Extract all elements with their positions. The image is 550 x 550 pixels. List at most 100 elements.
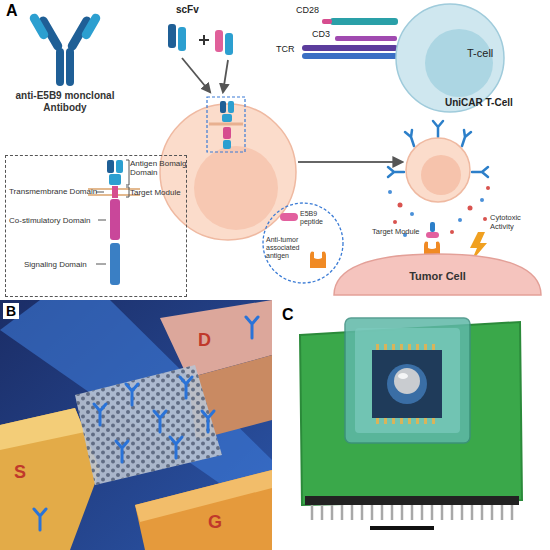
- cytokine-dots: [393, 220, 397, 224]
- scfv-fragments: [215, 30, 223, 52]
- cytokine-dots: [458, 218, 462, 222]
- header-pins: [501, 505, 504, 520]
- cytokine-dots: [486, 186, 490, 190]
- cytokine-dots: [410, 212, 414, 216]
- unicar-receptors: [433, 121, 443, 137]
- graphene-sheet: [75, 365, 222, 485]
- fluid-chamber: [392, 418, 395, 424]
- engineered-cell: [160, 97, 296, 240]
- antibody-probes: [180, 377, 192, 398]
- header-pins: [421, 505, 424, 520]
- receptor-label: CD3: [312, 29, 342, 39]
- header-pins: [311, 505, 314, 520]
- fluid-chamber: [408, 418, 411, 424]
- scfv-fragments: [225, 33, 233, 55]
- node-text: Signaling Domain: [24, 260, 98, 269]
- engineered-cell: [160, 104, 296, 240]
- tumor-cell: Tumor Cell: [330, 250, 545, 298]
- header-pins: [491, 505, 494, 520]
- fluid-chamber: [384, 344, 387, 350]
- cell-nucleus: [425, 29, 493, 97]
- fluid-chamber: [432, 344, 435, 350]
- engineered-cell: [209, 123, 243, 126]
- antibody-symbol: [80, 12, 102, 41]
- scfv-fragments: [178, 27, 186, 51]
- cytokine-dots: [450, 230, 454, 234]
- antibody-probes: [246, 317, 258, 338]
- engineered-cell: [207, 97, 245, 152]
- node-text: Transmembrane Domain: [9, 187, 101, 196]
- antibody-symbol: [56, 48, 64, 86]
- node-text: Tumor Cell: [330, 270, 545, 283]
- antibody-probes: [154, 411, 166, 432]
- header-pins: [312, 505, 512, 520]
- scfv-label: scFv: [176, 4, 216, 16]
- car-construct: [112, 186, 118, 198]
- antibody-probes: [116, 441, 128, 462]
- car-construct: [126, 187, 129, 197]
- header-pins: [331, 505, 334, 520]
- antibody-symbol: [28, 12, 102, 86]
- scale-bar: [370, 526, 434, 530]
- header-pins: [341, 505, 344, 520]
- header-pins: [371, 505, 374, 520]
- fluid-chamber: [345, 318, 470, 443]
- target-module-label: Target Module: [372, 228, 428, 237]
- fluid-chamber: [408, 344, 411, 350]
- cytotoxic-icon: [483, 217, 487, 221]
- gate-electrode: [135, 470, 272, 550]
- graphene-sheet: [75, 365, 222, 485]
- fet-background: [0, 300, 272, 550]
- fluid-chamber: [400, 418, 403, 424]
- graphene-sheet: [75, 365, 222, 485]
- t-cell-receptors: [302, 53, 398, 59]
- car-construct: [96, 192, 104, 193]
- fluid-chamber: [416, 418, 419, 424]
- header-pins: [411, 505, 414, 520]
- antibody-probes: [170, 437, 182, 458]
- fluid-chamber: [398, 373, 408, 379]
- panel-letter: C: [282, 306, 302, 324]
- fluid-chamber: [384, 418, 387, 424]
- electrode-letter: S: [14, 462, 34, 483]
- pcb-board: [300, 322, 522, 505]
- cytokine-dots: [480, 198, 484, 202]
- fluid-chamber: [376, 418, 379, 424]
- fluid-chamber: [424, 418, 427, 424]
- electrode-letter: G: [208, 512, 228, 533]
- unicar-receptors: [405, 130, 414, 146]
- source-electrode: [0, 408, 85, 450]
- fluid-chamber: [394, 368, 420, 394]
- t-cell-receptors: [322, 19, 332, 24]
- header-pins: [511, 505, 514, 520]
- node-text: Co-stimulatory Domain: [9, 216, 101, 225]
- scfv-fragments: [168, 24, 233, 92]
- header-pins: [471, 505, 474, 520]
- unicar-t-cell: UniCAR T-Cell: [405, 137, 471, 203]
- target-module-icon: [430, 222, 435, 232]
- cell-nucleus: [421, 155, 461, 195]
- scfv-fragments: [168, 24, 176, 48]
- receptor-label: CD28: [296, 5, 336, 15]
- node-text: T-cell: [467, 47, 507, 60]
- node-text: UniCAR T-Cell: [445, 97, 540, 109]
- car-structure-box: Antigen Bomaig DomainTarget ModuleTransm…: [5, 155, 187, 297]
- pcb-board: [300, 322, 522, 505]
- node-text: Anti-tumor associated antigen: [266, 236, 310, 260]
- engineered-cell: [194, 146, 278, 230]
- antibody-probes: [34, 317, 258, 530]
- antibody-symbol: [28, 12, 50, 41]
- fluid-chamber: [387, 364, 427, 404]
- fluid-chamber: [432, 418, 435, 424]
- target-inset-circle: E5B9 peptideAnti-tumor associated antige…: [262, 202, 344, 284]
- cell-membrane: [406, 138, 470, 202]
- scfv-fragments: [182, 58, 210, 92]
- engineered-cell: [223, 127, 231, 139]
- fluid-chamber: [392, 344, 395, 350]
- t-cell-receptors: [302, 18, 398, 59]
- engineered-cell: [228, 101, 234, 113]
- panel-letter: B: [3, 303, 19, 319]
- node-outline: [405, 137, 471, 203]
- electrode-letter: D: [198, 330, 218, 351]
